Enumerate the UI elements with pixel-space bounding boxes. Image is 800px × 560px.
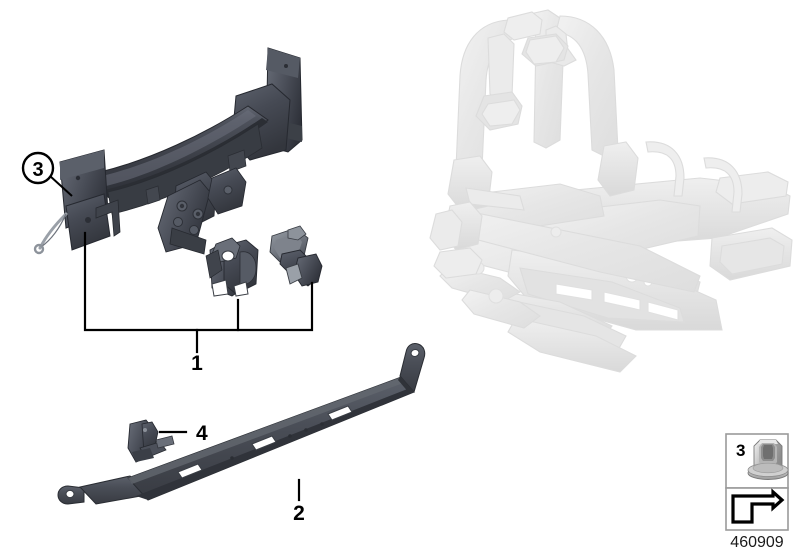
hex-flange-nut-icon <box>747 439 789 480</box>
hinge-bracket-part <box>205 237 259 297</box>
diagram-id-label: 460909 <box>730 534 783 551</box>
legend-label-3: 3 <box>736 441 745 460</box>
callout-label-3: 3 <box>32 159 43 181</box>
small-bracket-part <box>127 419 175 463</box>
support-strap-part <box>57 343 426 505</box>
direction-arrow-icon <box>731 488 785 524</box>
group-bracket-1 <box>83 231 314 332</box>
latch-lever-part <box>269 225 323 287</box>
callout-circle-3 <box>21 151 55 185</box>
callout-label-4: 4 <box>196 422 208 445</box>
callout-label-2: 2 <box>293 502 305 525</box>
leader-line-3 <box>49 175 73 197</box>
carrier-beam-part <box>33 47 303 255</box>
callout-label-1: 1 <box>191 352 203 375</box>
